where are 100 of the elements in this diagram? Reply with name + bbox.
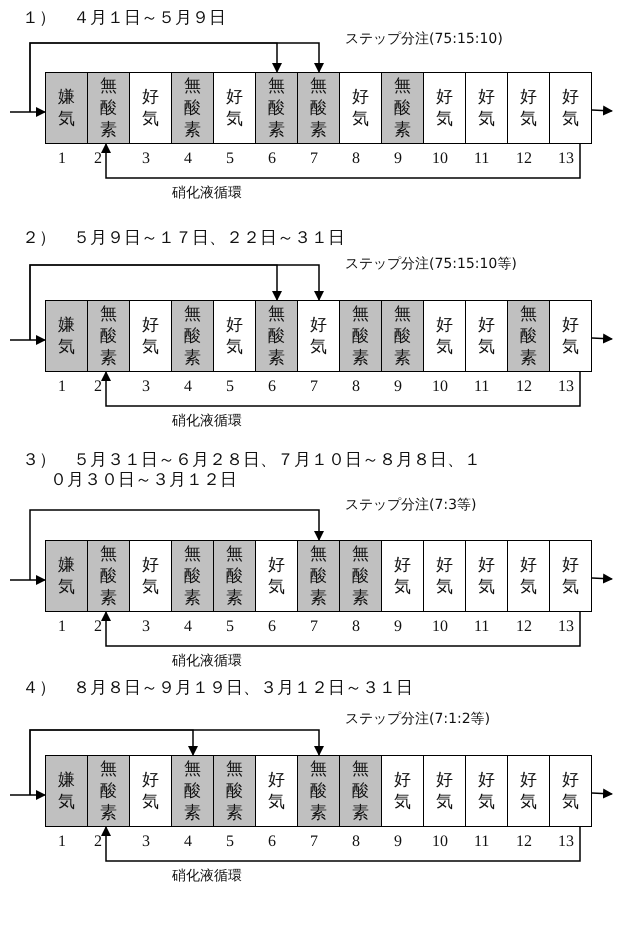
step-feed-label: ステップ分注(7:3等) — [345, 496, 476, 514]
cell-label: 好気 — [436, 314, 454, 358]
cell-label: 好気 — [142, 554, 160, 598]
cell-label: 無酸素 — [184, 303, 202, 369]
cell-number: 8 — [352, 834, 360, 850]
cell-number: 11 — [474, 834, 490, 850]
cell-number: 6 — [268, 379, 276, 395]
arrow — [10, 790, 46, 800]
cell-number: 8 — [352, 379, 360, 395]
cell-number: 3 — [142, 151, 150, 167]
cell-label: 好気 — [268, 769, 286, 813]
cell-number: 10 — [432, 619, 448, 635]
cell-number: 3 — [142, 619, 150, 635]
cell-label: 嫌気 — [58, 314, 76, 358]
cell-number: 11 — [474, 151, 490, 167]
cell-number: 4 — [184, 834, 192, 850]
cell-number: 4 — [184, 619, 192, 635]
edge-label: 硝化液循環 — [172, 652, 242, 670]
edge-label: 硝化液循環 — [172, 184, 242, 202]
cell-number: 7 — [310, 834, 318, 850]
cell-label: 嫌気 — [58, 769, 76, 813]
cell-number: 11 — [474, 619, 490, 635]
cell-number: 12 — [516, 151, 532, 167]
cell-label: 好気 — [478, 769, 496, 813]
arrow — [101, 371, 581, 407]
arrow — [29, 729, 324, 795]
cell-label: 嫌気 — [58, 86, 76, 130]
cell-label: 好気 — [562, 86, 580, 130]
cell-label: 好気 — [520, 769, 538, 813]
period-title: １） ４月１日～５月９日 — [22, 8, 227, 28]
cell-label: 無酸素 — [310, 758, 328, 824]
cell-label: 好気 — [268, 554, 286, 598]
cell-number: 8 — [352, 151, 360, 167]
cell-label: 無酸素 — [268, 75, 286, 141]
cell-number: 1 — [58, 379, 66, 395]
cell-label: 無酸素 — [226, 543, 244, 609]
cell-label: 好気 — [478, 314, 496, 358]
cell-label: 好気 — [142, 314, 160, 358]
step-feed-label: ステップ分注(7:1:2等) — [345, 710, 490, 728]
cell-label: 無酸素 — [100, 758, 118, 824]
cell-label: 好気 — [436, 769, 454, 813]
step-feed-label: ステップ分注(75:15:10等) — [345, 255, 517, 273]
cell-number: 13 — [558, 619, 574, 635]
cell-number: 5 — [226, 834, 234, 850]
cell-label: 好気 — [520, 554, 538, 598]
cell-label: 無酸素 — [100, 303, 118, 369]
arrow — [101, 826, 581, 862]
cell-number: 6 — [268, 619, 276, 635]
cell-label: 好気 — [352, 86, 370, 130]
cell-label: 嫌気 — [58, 554, 76, 598]
cell-number: 1 — [58, 834, 66, 850]
cell-label: 好気 — [394, 769, 412, 813]
cell-number: 7 — [310, 379, 318, 395]
cell-label: 好気 — [520, 86, 538, 130]
cell-number: 9 — [394, 834, 402, 850]
arrow — [101, 143, 581, 179]
cell-label: 好気 — [478, 86, 496, 130]
cell-number: 3 — [142, 379, 150, 395]
cell-number: 5 — [226, 151, 234, 167]
cell-label: 好気 — [310, 314, 328, 358]
cell-label: 無酸素 — [100, 75, 118, 141]
cell-label: 無酸素 — [100, 543, 118, 609]
cell-label: 好気 — [562, 314, 580, 358]
step-feed-label: ステップ分注(75:15:10) — [345, 30, 503, 48]
cell-number: 7 — [310, 619, 318, 635]
period-title: ３） ５月３１日～６月２８日、７月１０日～８月８日、１０月３０日～３月１２日 — [22, 450, 482, 490]
cell-number: 13 — [558, 834, 574, 850]
cell-number: 9 — [394, 619, 402, 635]
cell-number: 3 — [142, 834, 150, 850]
arrow — [592, 788, 613, 799]
cell-label: 無酸素 — [184, 75, 202, 141]
cell-number: 11 — [474, 379, 490, 395]
cell-label: 好気 — [562, 554, 580, 598]
cell-number: 9 — [394, 379, 402, 395]
cell-number: 8 — [352, 619, 360, 635]
arrow — [10, 107, 46, 117]
cell-label: 無酸素 — [310, 543, 328, 609]
cell-number: 2 — [94, 151, 102, 167]
cell-label: 無酸素 — [352, 758, 370, 824]
period-title: ４） ８月８日～９月１９日、３月１２日～３１日 — [22, 678, 414, 698]
cell-label: 無酸素 — [520, 303, 538, 369]
arrow — [592, 106, 613, 116]
cell-label: 好気 — [142, 769, 160, 813]
cell-number: 9 — [394, 151, 402, 167]
arrow — [10, 575, 46, 585]
cell-label: 無酸素 — [268, 303, 286, 369]
cell-label: 無酸素 — [394, 75, 412, 141]
cell-number: 6 — [268, 834, 276, 850]
arrow — [592, 334, 613, 344]
cell-number: 7 — [310, 151, 318, 167]
period-title: ２） ５月９日～１７日、２２日～３１日 — [22, 228, 346, 248]
cell-number: 5 — [226, 379, 234, 395]
cell-label: 好気 — [142, 86, 160, 130]
cell-number: 6 — [268, 151, 276, 167]
cell-number: 1 — [58, 151, 66, 167]
cell-number: 2 — [94, 834, 102, 850]
cell-number: 12 — [516, 834, 532, 850]
cell-label: 無酸素 — [352, 303, 370, 369]
arrow — [10, 335, 46, 345]
cell-number: 4 — [184, 379, 192, 395]
